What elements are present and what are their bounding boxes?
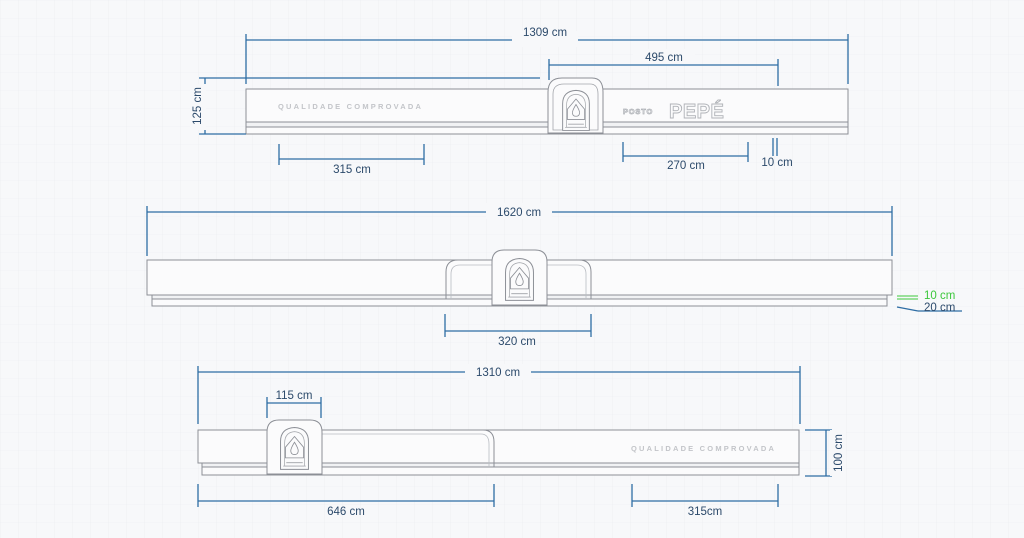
top-sign-base [245, 126, 849, 135]
dim-bottom-left-span: 646 cm [197, 484, 495, 518]
dim-top-brand-width: 270 cm [622, 142, 749, 172]
dim-label: 320 cm [498, 336, 536, 348]
dim-middle-top-band: 10 cm [897, 290, 955, 302]
dim-label: 1620 cm [497, 207, 541, 219]
dim-label: 100 cm [833, 434, 845, 472]
fuel-drop-icon [562, 89, 590, 131]
top-slogan: QUALIDADE COMPROVADA [278, 102, 423, 111]
dim-label: 20 cm [924, 302, 955, 314]
bottom-slogan: QUALIDADE COMPROVADA [631, 444, 776, 453]
dim-top-total-width: 1309 cm [245, 27, 849, 84]
dim-label: 10 cm [761, 157, 792, 169]
dim-bottom-module-width: 115 cm [266, 390, 322, 418]
view-front-bottom: QUALIDADE COMPROVADA 1310 cm 115 cm 100 … [197, 364, 846, 518]
dim-label: 315cm [688, 506, 723, 518]
view-front-top: QUALIDADE COMPROVADA POSTO PEPÉ 1309 cm … [190, 27, 849, 176]
dim-label: 646 cm [327, 506, 365, 518]
fuel-drop-icon [279, 426, 310, 470]
dim-top-height: 125 cm [190, 77, 540, 135]
dim-middle-bottom-band: 20 cm [896, 302, 962, 314]
top-brand-name: PEPÉ [669, 100, 724, 123]
fuel-drop-icon [504, 257, 535, 301]
dim-label: 1310 cm [476, 367, 520, 379]
dim-bottom-total-width: 1310 cm [197, 364, 801, 424]
dim-label: 495 cm [645, 52, 683, 64]
dim-label: 270 cm [667, 160, 705, 172]
bottom-sign-base [201, 466, 800, 476]
dim-top-center-to-right: 495 cm [548, 49, 779, 86]
dim-label: 115 cm [276, 390, 313, 402]
bottom-cap [322, 429, 495, 467]
dim-top-edge-gap: 10 cm [761, 138, 793, 169]
view-side-middle: 1620 cm 320 cm 10 cm 20 cm [146, 203, 962, 348]
top-sign-band [245, 121, 849, 128]
dim-label: 10 cm [924, 290, 955, 302]
dim-middle-total-width: 1620 cm [146, 203, 893, 256]
dim-middle-module-width: 320 cm [444, 314, 592, 348]
dim-label: 125 cm [192, 87, 204, 125]
dim-label: 315 cm [333, 164, 371, 176]
dim-bottom-height: 100 cm [805, 429, 846, 477]
dim-bottom-slogan-width: 315cm [631, 484, 779, 518]
dim-label: 1309 cm [523, 27, 567, 39]
dim-top-slogan-width: 315 cm [278, 144, 425, 176]
top-brand-prefix: POSTO [623, 107, 653, 116]
